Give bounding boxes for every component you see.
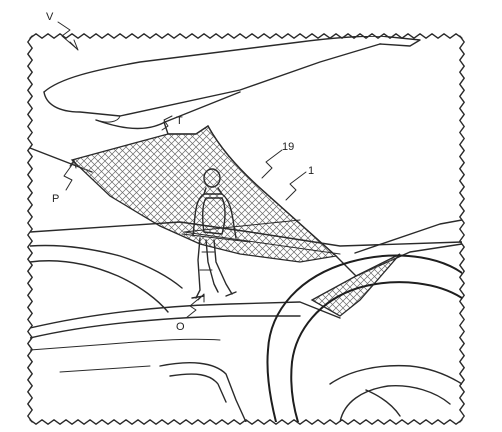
arrow-v — [57, 21, 79, 51]
arrow-p — [63, 159, 77, 191]
pillar-display-lower — [310, 253, 401, 317]
dashboard — [30, 301, 341, 351]
label-1: 1 — [308, 165, 314, 177]
leader-1 — [285, 171, 307, 201]
arrow-t — [161, 115, 173, 131]
sun-visor — [43, 36, 421, 130]
sight-lines — [183, 219, 341, 255]
label-t: T — [176, 115, 183, 127]
arrow-o — [185, 293, 205, 319]
leader-19 — [261, 149, 283, 179]
pedestrian — [191, 168, 237, 299]
wavy-frame — [27, 33, 465, 425]
door-panel — [59, 362, 247, 422]
label-19: 19 — [282, 141, 294, 153]
label-p: P — [52, 193, 59, 205]
label-o: O — [176, 321, 185, 333]
steering-wheel — [266, 254, 462, 422]
label-v: V — [46, 11, 54, 23]
